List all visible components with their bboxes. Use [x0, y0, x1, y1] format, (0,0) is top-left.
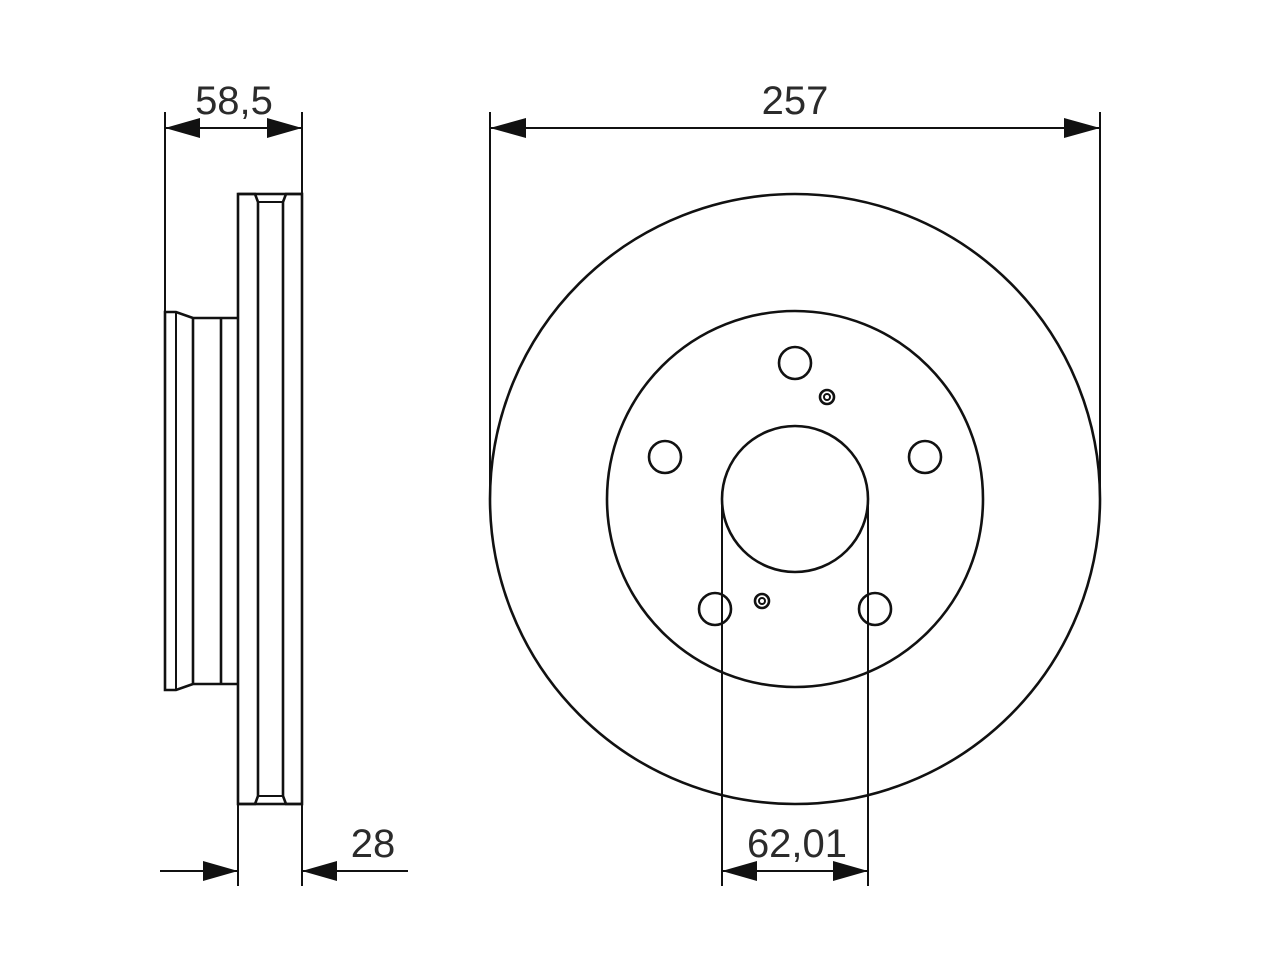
dimension-hub-height: 58,5: [195, 79, 273, 123]
locating-screw-hole: [753, 592, 771, 610]
side-view: 58,5 28: [160, 79, 408, 886]
front-view: 257 62,01: [488, 79, 1102, 886]
center-bore-circle: [720, 424, 870, 574]
disc-outer-circle: [488, 192, 1102, 806]
arrowhead: [165, 118, 200, 138]
bolt-hole: [647, 439, 683, 475]
arrowhead: [302, 861, 337, 881]
hub-flange-circle: [605, 309, 985, 689]
bolt-hole: [857, 591, 893, 627]
arrowhead: [833, 861, 868, 881]
dimension-center-bore: 62,01: [747, 822, 847, 866]
locating-screw-hole: [818, 388, 836, 406]
arrowhead: [1064, 118, 1100, 138]
locating-screw-hole: [823, 393, 831, 401]
arrowhead: [722, 861, 757, 881]
friction-ring-vent-left: [238, 192, 260, 806]
friction-ring-outer: [236, 192, 304, 806]
friction-ring-vent-right: [281, 192, 302, 806]
arrowhead: [203, 861, 238, 881]
bolt-hole: [697, 591, 733, 627]
arrowhead: [267, 118, 302, 138]
hub-profile: [163, 310, 238, 692]
locating-screw-hole: [758, 597, 766, 605]
dimension-disc-thickness: 28: [351, 822, 396, 866]
bolt-hole: [777, 345, 813, 381]
arrowhead: [490, 118, 526, 138]
bolt-hole: [907, 439, 943, 475]
dimension-disc-diameter: 257: [762, 79, 829, 123]
